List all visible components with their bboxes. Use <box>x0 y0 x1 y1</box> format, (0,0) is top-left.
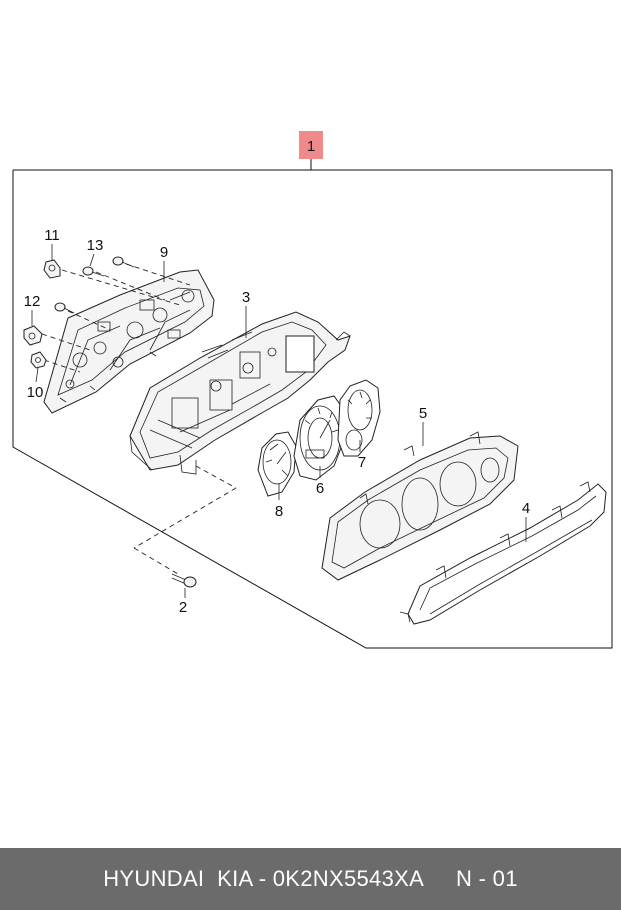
exploded-parts-diagram: 1 <box>12 131 613 649</box>
callout-label-8: 8 <box>275 503 283 520</box>
callout-label-1: 1 <box>307 138 315 155</box>
callout-label-7: 7 <box>358 454 366 471</box>
callout-label-12: 12 <box>24 293 41 310</box>
callout-label-5: 5 <box>419 405 427 422</box>
part-10-socket <box>30 351 47 369</box>
callout-label-6: 6 <box>316 480 324 497</box>
part-12-socket <box>23 325 43 346</box>
footer-part-number: HYUNDAI KIA - 0K2NX5543XA <box>103 866 425 891</box>
callout-label-2: 2 <box>179 599 187 616</box>
part-7-dial-plate <box>337 379 381 457</box>
part-8-gauge-dial <box>257 431 297 497</box>
assembly-frame <box>12 169 613 649</box>
part-2-screw <box>171 573 197 588</box>
footer-bar: HYUNDAI KIA - 0K2NX5543XA N - 01 <box>0 848 621 910</box>
callout-label-3: 3 <box>242 289 250 306</box>
part-3-housing <box>129 311 351 475</box>
part-screw <box>112 256 135 268</box>
callout-label-10: 10 <box>27 384 44 401</box>
part-5-bezel <box>321 431 519 581</box>
part-screw-2 <box>54 302 75 314</box>
footer-page-code: N - 01 <box>456 866 518 891</box>
callout-label-11: 11 <box>44 227 60 244</box>
part-13-screw <box>82 266 105 277</box>
callout-label-13: 13 <box>87 237 104 254</box>
part-9-circuit-board <box>43 269 215 414</box>
part-4-lens-cover <box>399 481 607 625</box>
part-11-bulb <box>43 259 61 279</box>
part-6-main-dial <box>293 395 345 481</box>
callout-box-1 <box>299 131 323 159</box>
callout-label-4: 4 <box>522 500 530 517</box>
callout-label-9: 9 <box>160 244 168 261</box>
